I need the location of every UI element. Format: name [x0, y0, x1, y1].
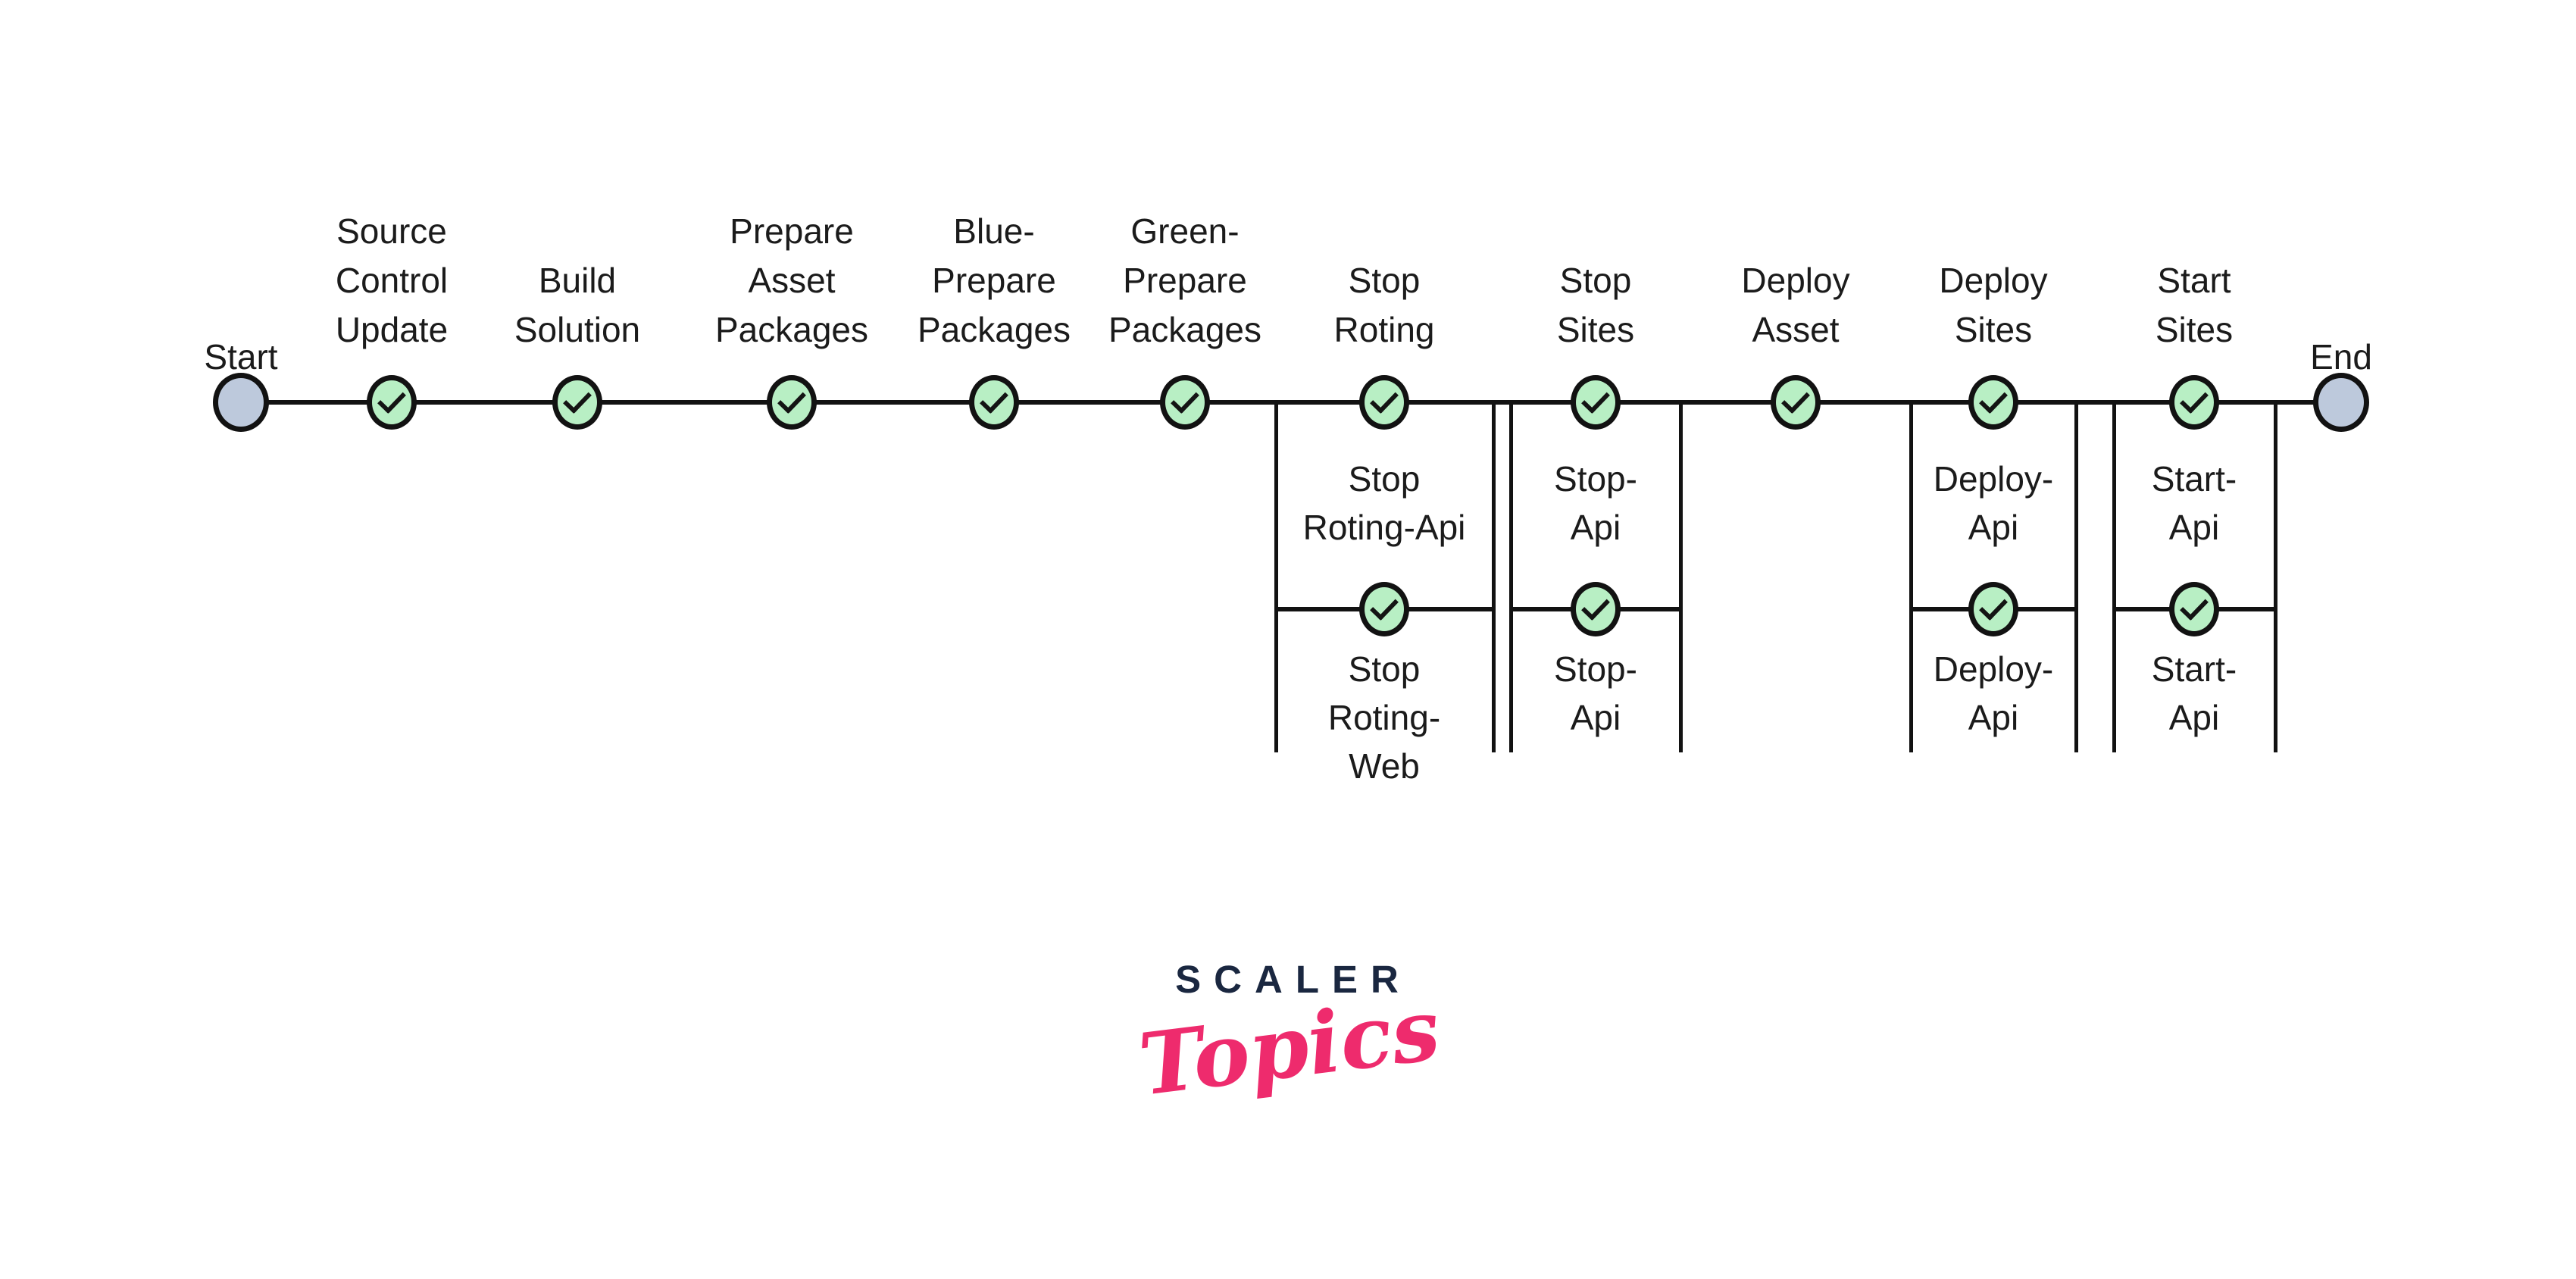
job-label-stop-sites-api-2: Stop- Api — [1554, 649, 1637, 737]
check-icon — [377, 384, 407, 414]
check-icon — [1978, 384, 2009, 414]
scaler-logo-wordmark: SCALER — [1175, 958, 1411, 1001]
job-label-stop-roting-web: Stop Roting- Web — [1327, 649, 1441, 786]
stage-label-build-solution: Build Solution — [514, 261, 641, 349]
check-icon — [1978, 591, 2009, 621]
stage-label-source-control-update: Source Control Update — [335, 211, 449, 349]
stage-node-build-solution — [552, 375, 602, 430]
check-icon — [1780, 384, 1811, 414]
stage-label-deploy-sites: Deploy Sites — [1939, 261, 2048, 349]
job-label-stop-roting-api: Stop Roting-Api — [1302, 459, 1466, 547]
stage-label-stop-roting: Stop Roting — [1333, 261, 1435, 349]
job-node-deploy-sites-api — [1968, 582, 2018, 636]
stage-label-stop-sites: Stop Sites — [1556, 261, 1635, 349]
stage-label-start: Start — [204, 337, 278, 377]
check-icon — [979, 384, 1009, 414]
stage-node-source-control-update — [367, 375, 417, 430]
check-icon — [2179, 384, 2209, 414]
branch-left-line-stop-roting — [1274, 400, 1278, 752]
stage-label-start-sites: Start Sites — [2155, 261, 2234, 349]
stage-node-blue-prepare-packages — [969, 375, 1019, 430]
job-label-deploy-sites-api-1: Deploy- Api — [1933, 459, 2054, 547]
stage-label-end: End — [2310, 337, 2372, 377]
job-label-stop-sites-api-1: Stop- Api — [1554, 459, 1637, 547]
branch-left-line-start-sites — [2112, 400, 2116, 752]
job-label-start-sites-api-1: Start- Api — [2151, 459, 2237, 547]
check-icon — [1369, 384, 1399, 414]
stage-label-prepare-asset-packages: Prepare Asset Packages — [714, 211, 868, 349]
branch-right-line-deploy-sites — [2074, 400, 2078, 752]
stage-node-stop-roting — [1359, 375, 1409, 430]
stage-node-end — [2313, 373, 2369, 432]
job-node-start-sites-api — [2169, 582, 2219, 636]
stage-node-deploy-sites — [1968, 375, 2018, 430]
check-icon — [1580, 591, 1611, 621]
branch-right-line-start-sites — [2274, 400, 2277, 752]
stage-node-green-prepare-packages — [1160, 375, 1210, 430]
stage-node-start — [213, 373, 269, 432]
stage-node-prepare-asset-packages — [767, 375, 817, 430]
job-node-stop-roting-web — [1359, 582, 1409, 636]
check-icon — [777, 384, 807, 414]
stage-label-deploy-asset: Deploy Asset — [1741, 261, 1850, 349]
stage-node-deploy-asset — [1771, 375, 1821, 430]
job-label-start-sites-api-2: Start- Api — [2151, 649, 2237, 737]
branch-right-line-stop-roting — [1492, 400, 1496, 752]
branch-right-line-stop-sites — [1679, 400, 1683, 752]
job-label-deploy-sites-api-2: Deploy- Api — [1933, 649, 2054, 737]
check-icon — [1170, 384, 1200, 414]
check-icon — [1369, 591, 1399, 621]
check-icon — [1580, 384, 1611, 414]
check-icon — [562, 384, 592, 414]
stage-node-start-sites — [2169, 375, 2219, 430]
stage-node-stop-sites — [1571, 375, 1621, 430]
job-node-stop-sites-api — [1571, 582, 1621, 636]
branch-left-line-stop-sites — [1509, 400, 1513, 752]
stage-label-blue-prepare-packages: Blue- Prepare Packages — [917, 211, 1071, 349]
pipeline-main-line — [241, 400, 2341, 405]
branch-left-line-deploy-sites — [1909, 400, 1913, 752]
stage-label-green-prepare-packages: Green- Prepare Packages — [1108, 211, 1261, 349]
check-icon — [2179, 591, 2209, 621]
